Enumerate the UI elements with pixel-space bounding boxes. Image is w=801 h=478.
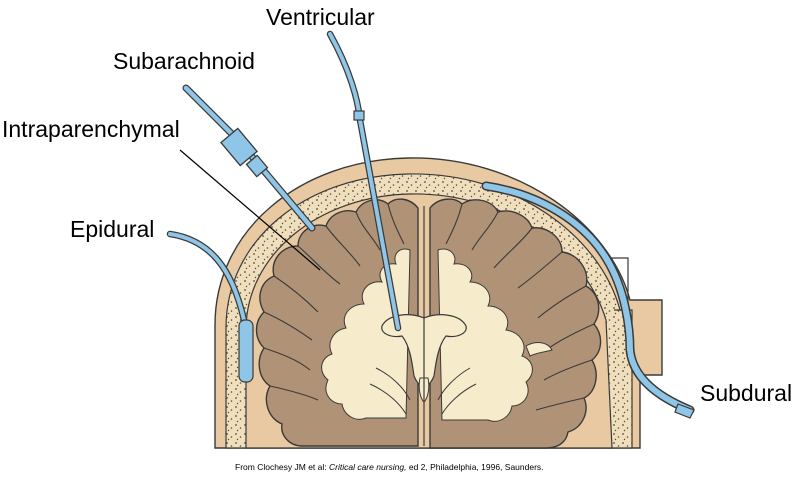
intraparenchymal-pointer xyxy=(179,149,321,271)
ventricular-connector xyxy=(353,110,365,121)
subdural-connector xyxy=(674,403,695,419)
sulci-left xyxy=(263,203,405,401)
label-subdural: Subdural xyxy=(700,380,793,406)
label-epidural: Epidural xyxy=(70,216,155,242)
label-ventricular: Ventricular xyxy=(266,4,375,30)
white-matter-right xyxy=(437,248,533,422)
basal-lines xyxy=(369,367,477,415)
subarachnoid-bolt-head xyxy=(220,127,269,178)
citation-suffix: ed 2, Philadelphia, 1996, Saunders. xyxy=(406,462,544,472)
label-subarachnoid: Subarachnoid xyxy=(113,48,255,74)
ventricle-horn-right xyxy=(525,342,553,357)
skull-flap-notch xyxy=(606,257,629,311)
citation: From Clochesy JM et al: Critical care nu… xyxy=(235,463,544,472)
label-intraparenchymal: Intraparenchymal xyxy=(2,116,180,142)
citation-prefix: From Clochesy JM et al: xyxy=(235,462,329,472)
citation-title: Critical care nursing, xyxy=(329,462,407,472)
sulci-right xyxy=(445,203,595,411)
epidural-sensor xyxy=(238,319,254,383)
